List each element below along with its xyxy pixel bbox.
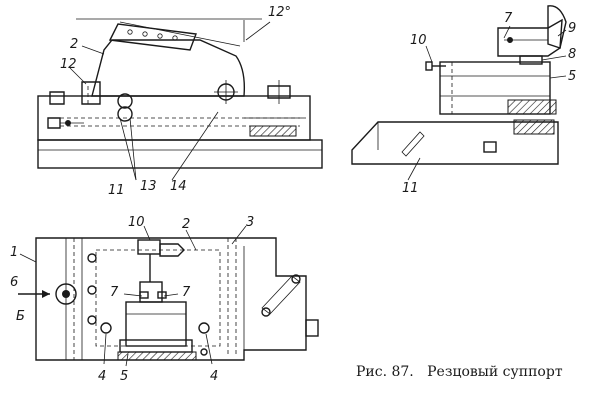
arrow-label: Б bbox=[16, 309, 25, 324]
label-12: 12 bbox=[60, 57, 77, 72]
base-plate bbox=[37, 139, 323, 169]
label-10: 10 bbox=[410, 33, 427, 48]
label-8: 8 bbox=[568, 47, 576, 62]
plan-label-2: 2 bbox=[182, 217, 190, 232]
label-5: 5 bbox=[568, 69, 576, 84]
hatched-insert bbox=[249, 125, 297, 137]
plan-view: 1 6 Б 10 2 3 7 7 4 5 4 bbox=[10, 215, 319, 384]
screw-4-left bbox=[100, 322, 112, 334]
plan-label-4-left: 4 bbox=[98, 369, 106, 384]
label-14: 14 bbox=[170, 179, 187, 194]
side-view: 12° 2 12 13 14 11 bbox=[37, 5, 323, 198]
bolt-6 bbox=[55, 283, 77, 305]
label-9: 9 bbox=[568, 21, 576, 36]
plan-label-7-right: 7 bbox=[182, 285, 191, 300]
plan-label-3: 3 bbox=[246, 215, 254, 230]
label-2: 2 bbox=[70, 37, 78, 52]
label-7: 7 bbox=[504, 11, 513, 26]
plan-label-10: 10 bbox=[128, 215, 145, 230]
tool-bit bbox=[108, 23, 197, 51]
label-6: 6 bbox=[10, 275, 18, 290]
label-11: 11 bbox=[108, 183, 125, 198]
plan-label-7-left: 7 bbox=[110, 285, 119, 300]
end-base-plate bbox=[351, 121, 559, 165]
screw-4-right bbox=[198, 322, 210, 334]
figure-caption: Рис. 87. Резцовый суппорт bbox=[356, 364, 563, 380]
plan-outer-frame bbox=[35, 237, 307, 361]
end-body bbox=[439, 61, 551, 115]
end-hatched-section bbox=[507, 99, 557, 115]
angle-label: 12° bbox=[268, 5, 291, 20]
pivot-circle bbox=[117, 93, 133, 109]
label-13: 13 bbox=[140, 179, 157, 194]
end-view: 7 9 10 8 5 11 bbox=[351, 5, 576, 196]
plan-label-5: 5 bbox=[120, 369, 128, 384]
plan-label-4-right: 4 bbox=[210, 369, 218, 384]
end-label-11: 11 bbox=[402, 181, 419, 196]
tool-holder bbox=[91, 39, 246, 97]
label-1: 1 bbox=[10, 245, 18, 260]
